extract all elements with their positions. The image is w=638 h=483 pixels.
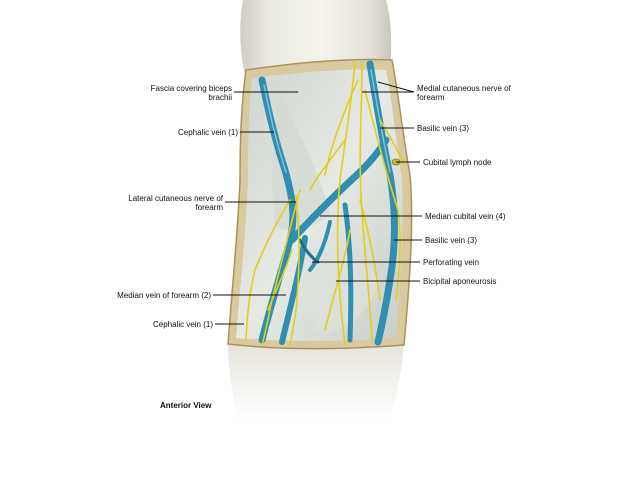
forearm-branch bbox=[342, 202, 354, 343]
label-perforating-vein: Perforating vein bbox=[423, 258, 480, 267]
label-median-cubital-vein: Median cubital vein (4) bbox=[425, 212, 506, 221]
label-cephalic-vein-upper: Cephalic vein (1) bbox=[177, 128, 238, 137]
nerves bbox=[245, 61, 406, 346]
leader-lines bbox=[213, 81, 422, 325]
label-median-vein-of-forearm: Median vein of forearm (2) bbox=[117, 291, 211, 300]
lower-arm-skin bbox=[228, 338, 404, 420]
forearm-branch-2 bbox=[308, 220, 332, 272]
label-basilic-vein-lower: Basilic vein (3) bbox=[425, 236, 478, 245]
label-cephalic-vein-lower: Cephalic vein (1) bbox=[152, 320, 213, 329]
label-bicipital-aponeurosis: Bicipital aponeurosis bbox=[423, 277, 497, 286]
label-cubital-lymph-node: Cubital lymph node bbox=[423, 158, 492, 167]
perforating-vein bbox=[298, 238, 320, 264]
label-basilic-vein-upper: Basilic vein (3) bbox=[417, 124, 470, 133]
view-caption: Anterior View bbox=[160, 401, 212, 410]
biceps-shading bbox=[272, 90, 330, 231]
